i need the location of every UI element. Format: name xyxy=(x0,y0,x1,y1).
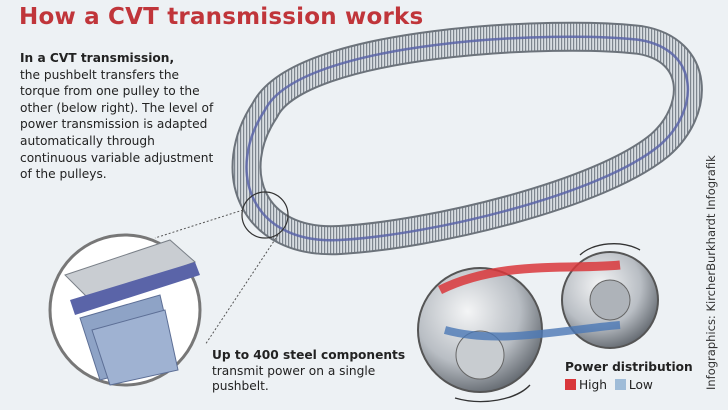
low-swatch xyxy=(614,379,626,390)
legend-title: Power distribution xyxy=(565,360,693,374)
pushbelt xyxy=(231,21,703,256)
page-title: How a CVT transmission works xyxy=(19,4,424,30)
legend-low: Low xyxy=(628,378,653,392)
intro-body: the pushbelt transfers the torque from o… xyxy=(20,67,214,182)
credit-line: Infographics: KircherBurkhardt Infografi… xyxy=(704,155,718,390)
belt-high-power xyxy=(437,260,621,295)
legend-high: High xyxy=(579,378,608,392)
pulley-assembly xyxy=(417,243,659,403)
belt-element-stack xyxy=(64,239,200,386)
rotation-arrow-icon xyxy=(454,384,531,403)
rotation-arrow-icon xyxy=(579,243,641,256)
intro-text: In a CVT transmission, the pushbelt tran… xyxy=(20,50,220,183)
belt-low-power xyxy=(443,321,621,341)
power-legend: Power distribution High Low xyxy=(565,360,693,392)
caption-lead: Up to 400 steel components xyxy=(212,348,406,362)
high-swatch xyxy=(565,379,576,390)
magnifier-detail xyxy=(48,191,289,387)
intro-lead: In a CVT transmission, xyxy=(20,51,175,65)
caption-body: transmit power on a single pushbelt. xyxy=(212,363,376,394)
belt-caption: Up to 400 steel components transmit powe… xyxy=(212,348,412,395)
